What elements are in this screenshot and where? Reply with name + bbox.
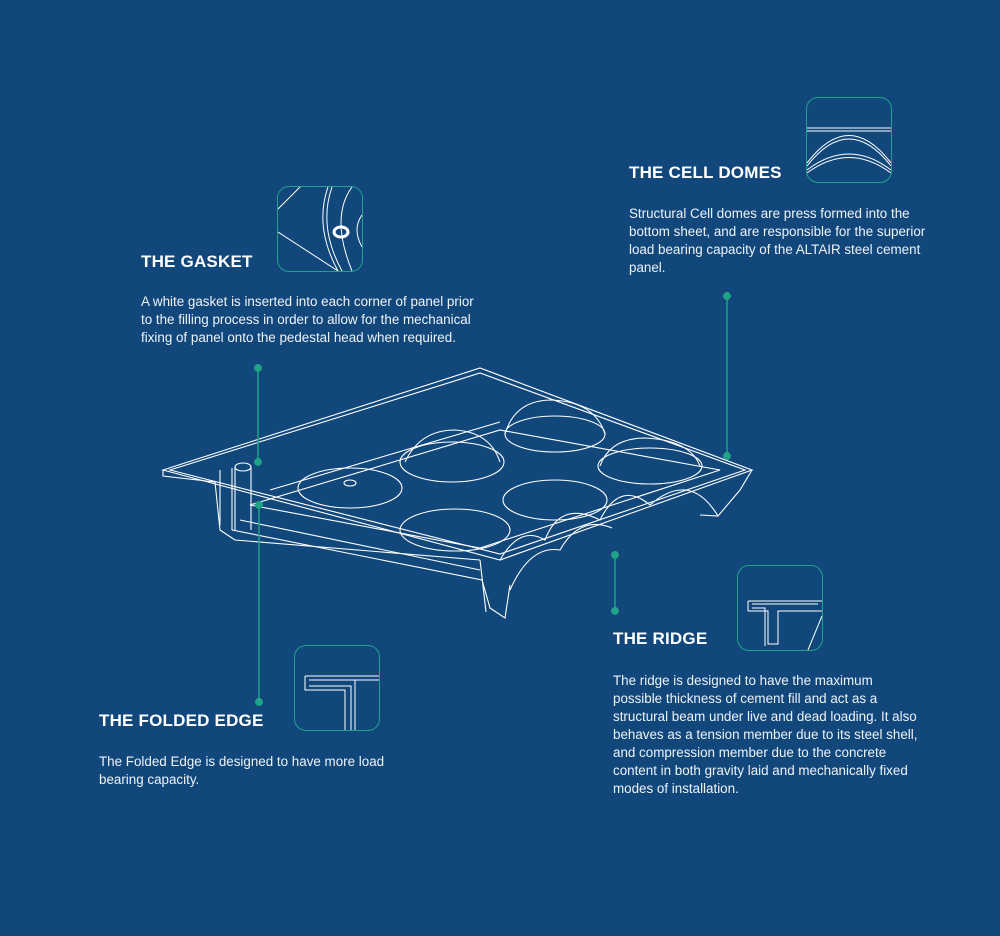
cell-domes-title: THE CELL DOMES xyxy=(629,163,782,182)
gasket-title: THE GASKET xyxy=(141,252,253,271)
ridge-title: THE RIDGE xyxy=(613,629,708,648)
folded-edge-title: THE FOLDED EDGE xyxy=(99,711,264,730)
folded-edge-detail-icon xyxy=(294,645,380,731)
cell-domes-detail-icon xyxy=(806,97,892,183)
folded-edge-description: The Folded Edge is designed to have more… xyxy=(99,754,385,787)
cell-domes-description: Structural Cell domes are press formed i… xyxy=(629,206,926,275)
ridge-detail-icon xyxy=(737,565,823,651)
gasket-detail-icon xyxy=(277,186,363,272)
panel-outline xyxy=(161,367,754,619)
gasket-description: A white gasket is inserted into each cor… xyxy=(141,294,474,345)
ridge-description: The ridge is designed to have the maximu… xyxy=(613,673,918,796)
